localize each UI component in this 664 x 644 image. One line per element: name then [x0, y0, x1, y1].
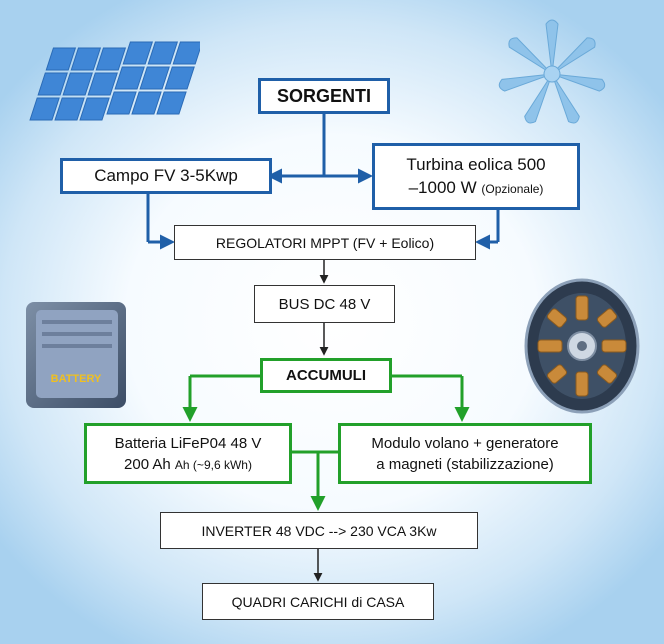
solar-cell — [87, 72, 118, 96]
solar-cell — [45, 47, 77, 71]
battery-image-label: BATTERY — [51, 373, 102, 385]
battery-line2: 200 Ah — [124, 455, 171, 473]
wind-turbine-line1: Turbina eolica 500 — [406, 155, 546, 175]
solar-cell — [122, 41, 154, 65]
solar-cell — [37, 72, 68, 96]
battery-box: Batteria LiFeP04 48 V 200 Ah Ah (~9,6 kW… — [84, 423, 292, 484]
solar-cell — [70, 47, 102, 71]
mppt-box: REGOLATORI MPPT (FV + Eolico) — [174, 225, 476, 260]
inverter-box: INVERTER 48 VDC --> 230 VCA 3Kw — [160, 512, 478, 549]
solar-cell — [147, 41, 179, 65]
flywheel-line2: a magneti (stabilizzazione) — [376, 455, 554, 473]
solar-cell — [131, 91, 162, 115]
loads-box: QUADRI CARICHI di CASA — [202, 583, 434, 620]
solar-cell — [62, 72, 93, 96]
flywheel-box: Modulo volano + generatore a magneti (st… — [338, 423, 592, 484]
battery-note: Ah (~9,6 kWh) — [174, 457, 252, 472]
wind-turbine-line2: –1000 W — [408, 177, 477, 197]
wind-turbine-icon — [498, 19, 606, 124]
pv-field-box: Campo FV 3-5Kwp — [60, 158, 272, 194]
solar-cell — [114, 66, 145, 90]
pv-field-label: Campo FV 3-5Kwp — [94, 166, 238, 185]
solar-panel-icon — [29, 41, 200, 121]
loads-label: QUADRI CARICHI di CASA — [231, 593, 405, 610]
flywheel-line1: Modulo volano + generatore — [371, 434, 559, 452]
solar-cell — [29, 97, 60, 121]
solar-cell — [79, 97, 110, 121]
wind-turbine-note: (Opzionale) — [481, 181, 544, 196]
wind-turbine-box: Turbina eolica 500 –1000 W (Opzionale) — [372, 143, 580, 210]
solar-cell — [54, 97, 85, 121]
solar-cell — [139, 66, 170, 90]
sources-title: SORGENTI — [276, 85, 371, 106]
storage-box: ACCUMULI — [260, 358, 392, 393]
mppt-label: REGOLATORI MPPT (FV + Eolico) — [215, 234, 435, 251]
solar-cell — [95, 47, 127, 71]
flywheel-generator-icon — [524, 278, 640, 414]
solar-cell — [164, 66, 195, 90]
dc-bus-box: BUS DC 48 V — [254, 285, 395, 323]
dc-bus-label: BUS DC 48 V — [278, 295, 371, 313]
inverter-label: INVERTER 48 VDC --> 230 VCA 3Kw — [201, 522, 437, 539]
battery-line1: Batteria LiFeP04 48 V — [114, 434, 262, 452]
solar-cell — [106, 91, 137, 115]
solar-cell — [172, 41, 200, 65]
battery-icon: BATTERY — [26, 302, 126, 408]
sources-box: SORGENTI — [258, 78, 390, 114]
storage-title: ACCUMULI — [286, 367, 366, 384]
solar-cell — [156, 91, 187, 115]
